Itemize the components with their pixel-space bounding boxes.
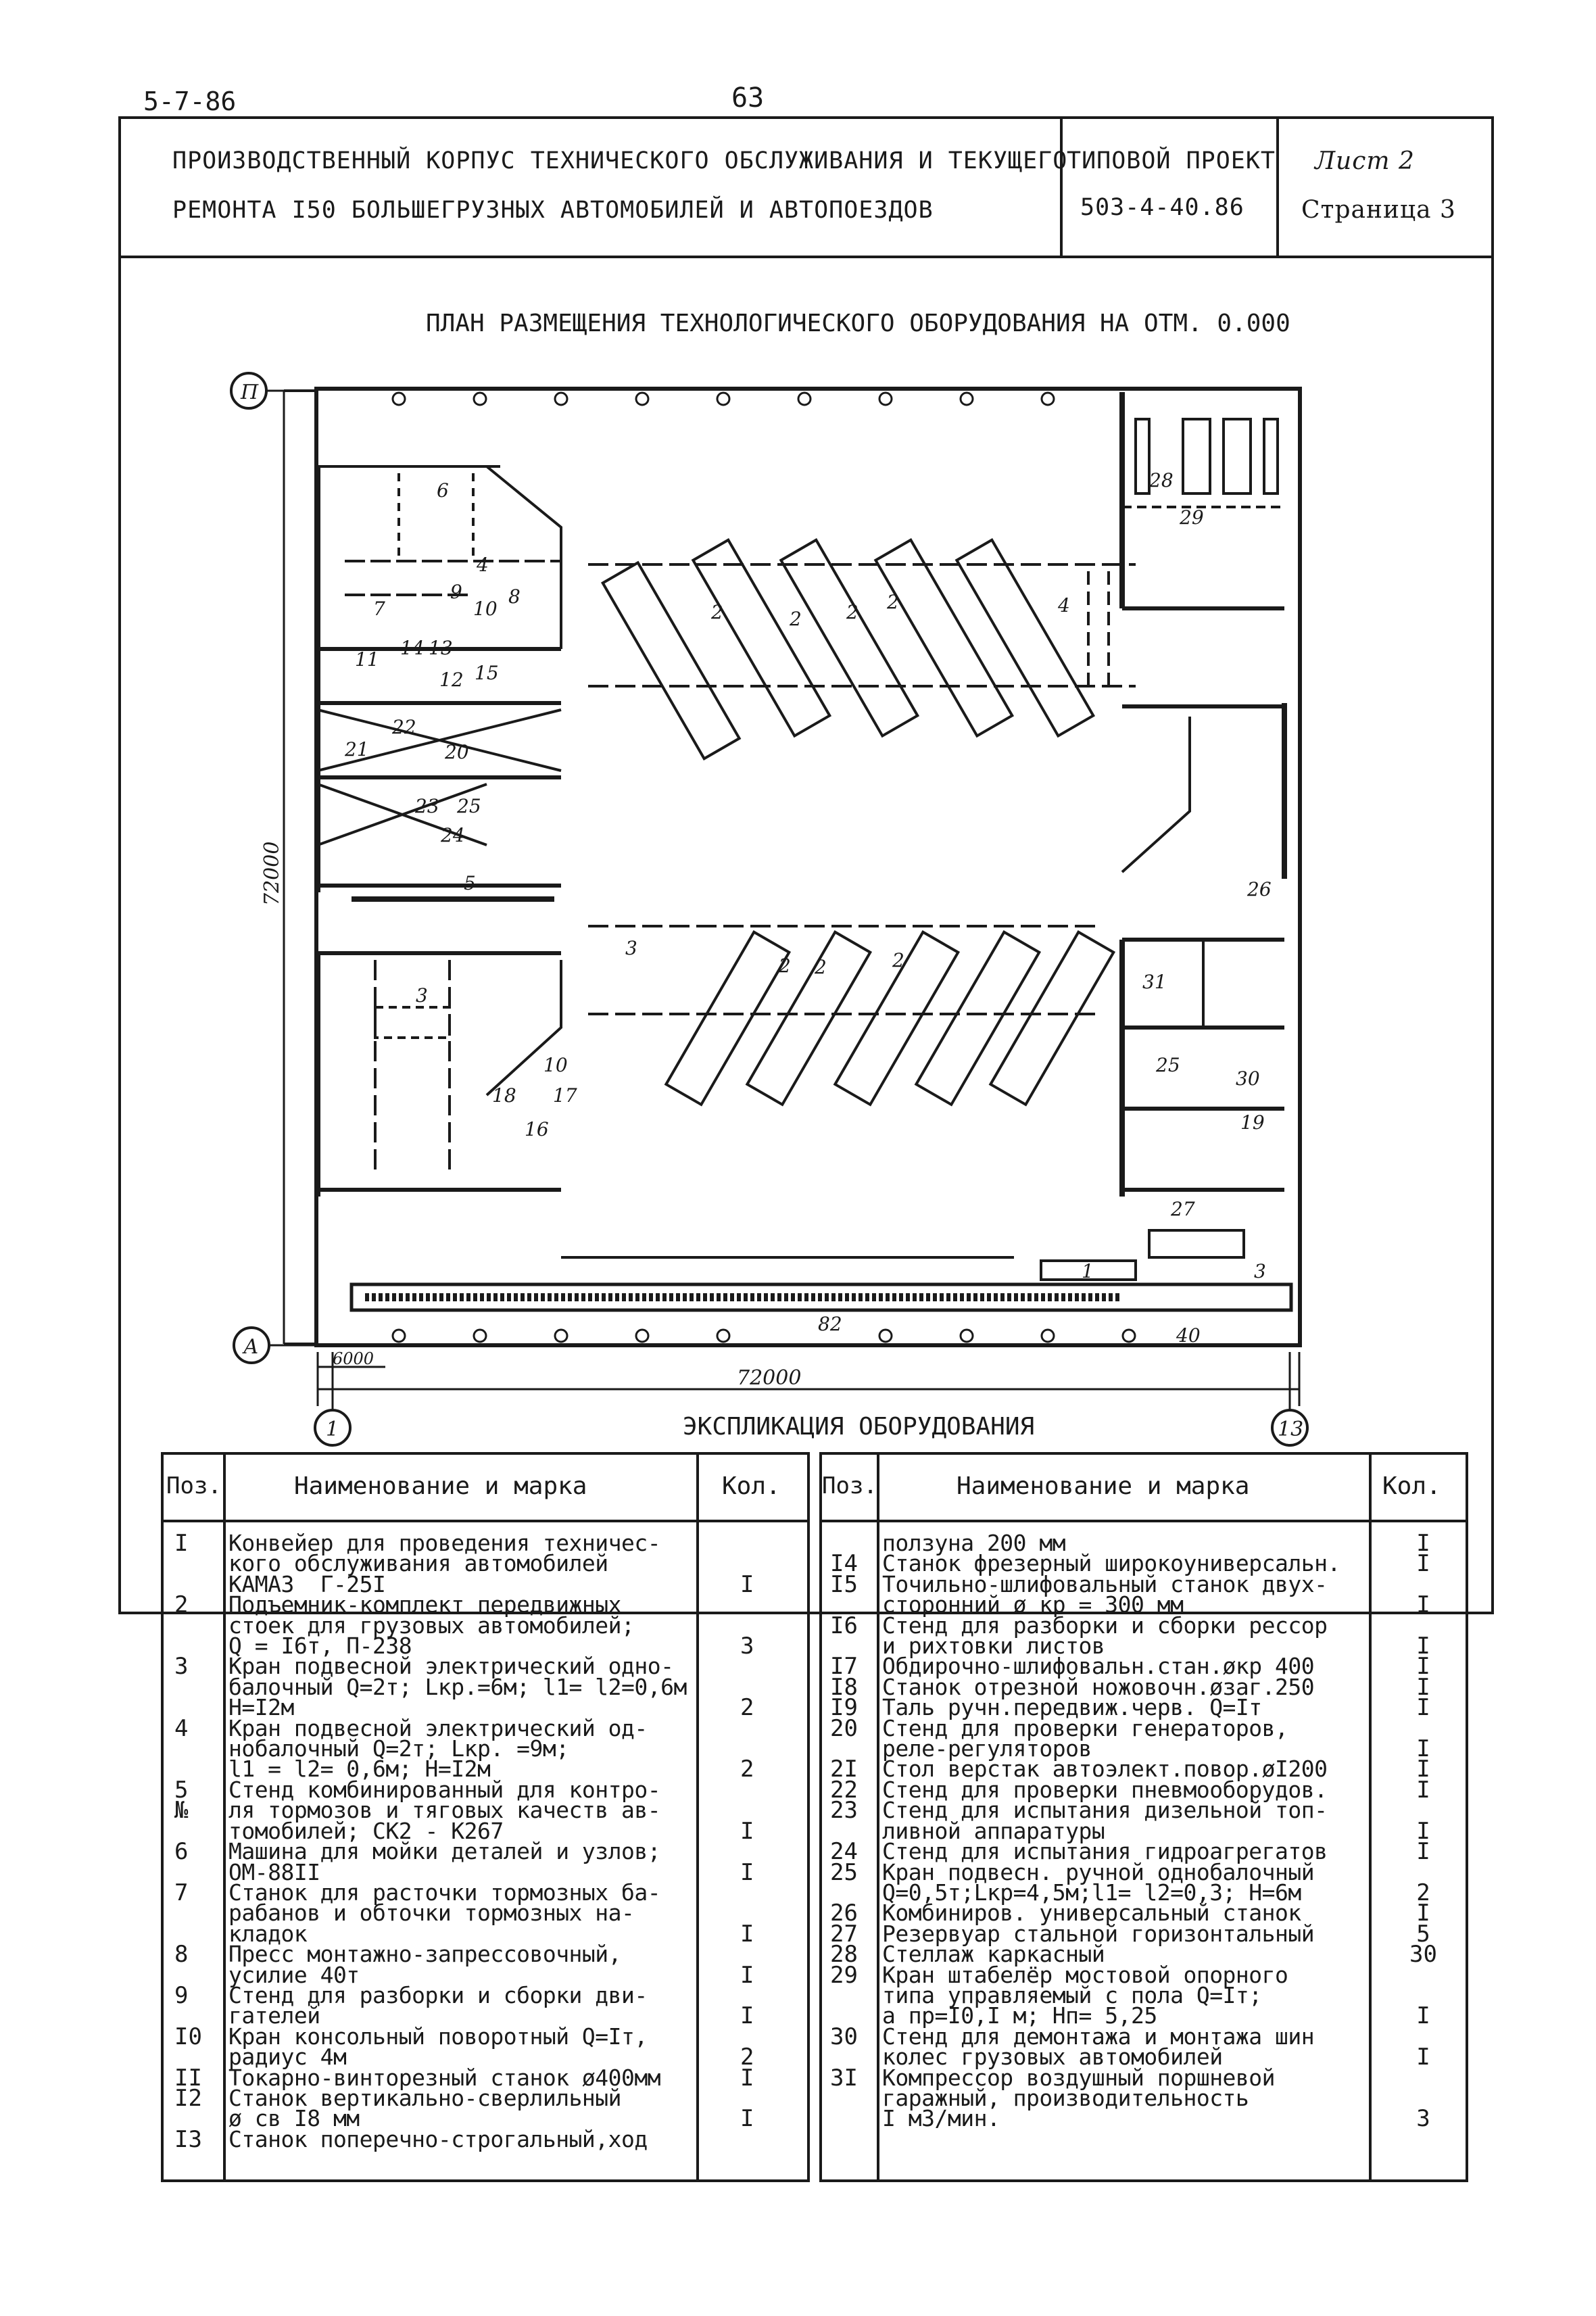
label-23: 23 [414,795,439,817]
label-2f: 2 [814,956,827,978]
left-header-line [161,1520,810,1522]
right-col-2 [1369,1452,1372,2182]
label-1: 1 [1082,1260,1094,1282]
left-col-name-header: Наименование и марка [294,1472,587,1500]
left-quantities: I 3 2 2 I I I I I 2 I I [740,1570,754,2133]
explication-table-right [819,1452,1468,2182]
label-3a: 3 [625,937,637,959]
label-30: 30 [1236,1067,1260,1090]
label-24: 24 [440,824,465,846]
label-82: 82 [818,1313,842,1335]
label-14: 14 [400,637,425,659]
title-line-1: ПРОИЗВОДСТВЕННЫЙ КОРПУС ТЕХНИЧЕСКОГО ОБС… [172,147,1068,174]
right-positions: I4 I5 I6 I7 I8 I9 20 2I 22 23 24 25 26 2… [830,1550,858,2092]
label-40: 40 [1176,1324,1201,1347]
label-17: 17 [553,1084,577,1107]
right-col-name-header: Наименование и марка [957,1472,1250,1500]
floor-plan: 6 4 9 8 10 7 11 14 13 12 15 21 22 20 23 … [230,372,1309,1447]
axis-1: 1 [326,1418,339,1441]
label-10b: 10 [543,1054,568,1076]
axis-a: А [242,1335,259,1359]
label-9: 9 [450,581,462,603]
label-26: 26 [1247,878,1272,900]
label-13: 13 [429,637,453,659]
right-header-line [819,1520,1468,1522]
label-21: 21 [344,738,369,761]
label-28: 28 [1148,469,1174,491]
label-4b: 4 [1057,594,1070,617]
title-divider-2 [1276,116,1279,258]
label-3b: 3 [416,984,428,1007]
left-positions: I 2 3 4 5 № 6 7 8 9 I0 II I2 I3 [174,1530,202,2153]
dim-vertical: 72000 [260,842,284,906]
label-4: 4 [476,554,489,576]
label-18: 18 [492,1084,516,1107]
label-6: 6 [437,479,449,502]
left-col-qty-header: Кол. [722,1472,781,1500]
explication-title: ЭКСПЛИКАЦИЯ ОБОРУДОВАНИЯ [683,1413,1035,1441]
left-col-pos-header: Поз. [166,1472,222,1499]
label-22: 22 [391,716,416,738]
explication-table-left [161,1452,810,2182]
title-line-2: РЕМОНТА I50 БОЛЬШЕГРУЗНЫХ АВТОМОБИЛЕЙ И … [172,197,934,224]
label-2c: 2 [846,601,859,623]
label-2d: 2 [886,591,899,613]
label-11: 11 [355,648,379,671]
label-29: 29 [1179,506,1204,529]
right-names: ползуна 200 мм Станок фрезерный широкоун… [882,1530,1340,2132]
label-3c: 3 [1254,1260,1266,1282]
right-col-1 [877,1452,879,2182]
left-col-2 [696,1452,699,2182]
title-block [118,116,1494,258]
left-names: Конвейер для проведения техничес- кого о… [228,1530,687,2152]
label-15: 15 [475,662,499,684]
label-16: 16 [525,1118,549,1140]
label-2e: 2 [778,955,791,977]
title-divider-1 [1060,116,1063,258]
dim-horizontal: 72000 [737,1366,801,1390]
dim-bay: 6000 [333,1349,374,1368]
label-2g: 2 [892,949,904,971]
plan-title: ПЛАН РАЗМЕЩЕНИЯ ТЕХНОЛОГИЧЕСКОГО ОБОРУДО… [426,310,1290,337]
label-20: 20 [444,741,469,763]
label-5: 5 [464,872,476,894]
label-12: 12 [439,669,464,691]
label-10: 10 [473,598,498,620]
label-31: 31 [1142,971,1167,993]
label-25: 25 [456,795,481,817]
doc-code: 5-7-86 [143,87,237,116]
right-quantities: I I I I I I I I I I I I 2 I 5 30 I I 3 [1409,1530,1437,2133]
sheet-number: Лист 2 [1315,147,1415,175]
page-label: Страница 3 [1301,196,1456,224]
label-8: 8 [508,585,521,608]
project-label: ТИПОВОЙ ПРОЕКТ [1067,147,1276,174]
label-27: 27 [1170,1198,1195,1220]
label-25b: 25 [1155,1054,1180,1076]
right-col-qty-header: Кол. [1382,1472,1441,1500]
left-col-1 [223,1452,226,2182]
label-2b: 2 [789,608,802,630]
drawing-frame [118,256,1494,1614]
label-2a: 2 [710,601,723,623]
project-code: 503-4-40.86 [1080,194,1244,221]
axis-13: 13 [1278,1418,1303,1441]
page-number: 63 [731,82,765,114]
axis-p: П [240,381,259,404]
label-7: 7 [373,598,385,620]
right-col-pos-header: Поз. [822,1472,877,1499]
label-19: 19 [1240,1111,1265,1134]
